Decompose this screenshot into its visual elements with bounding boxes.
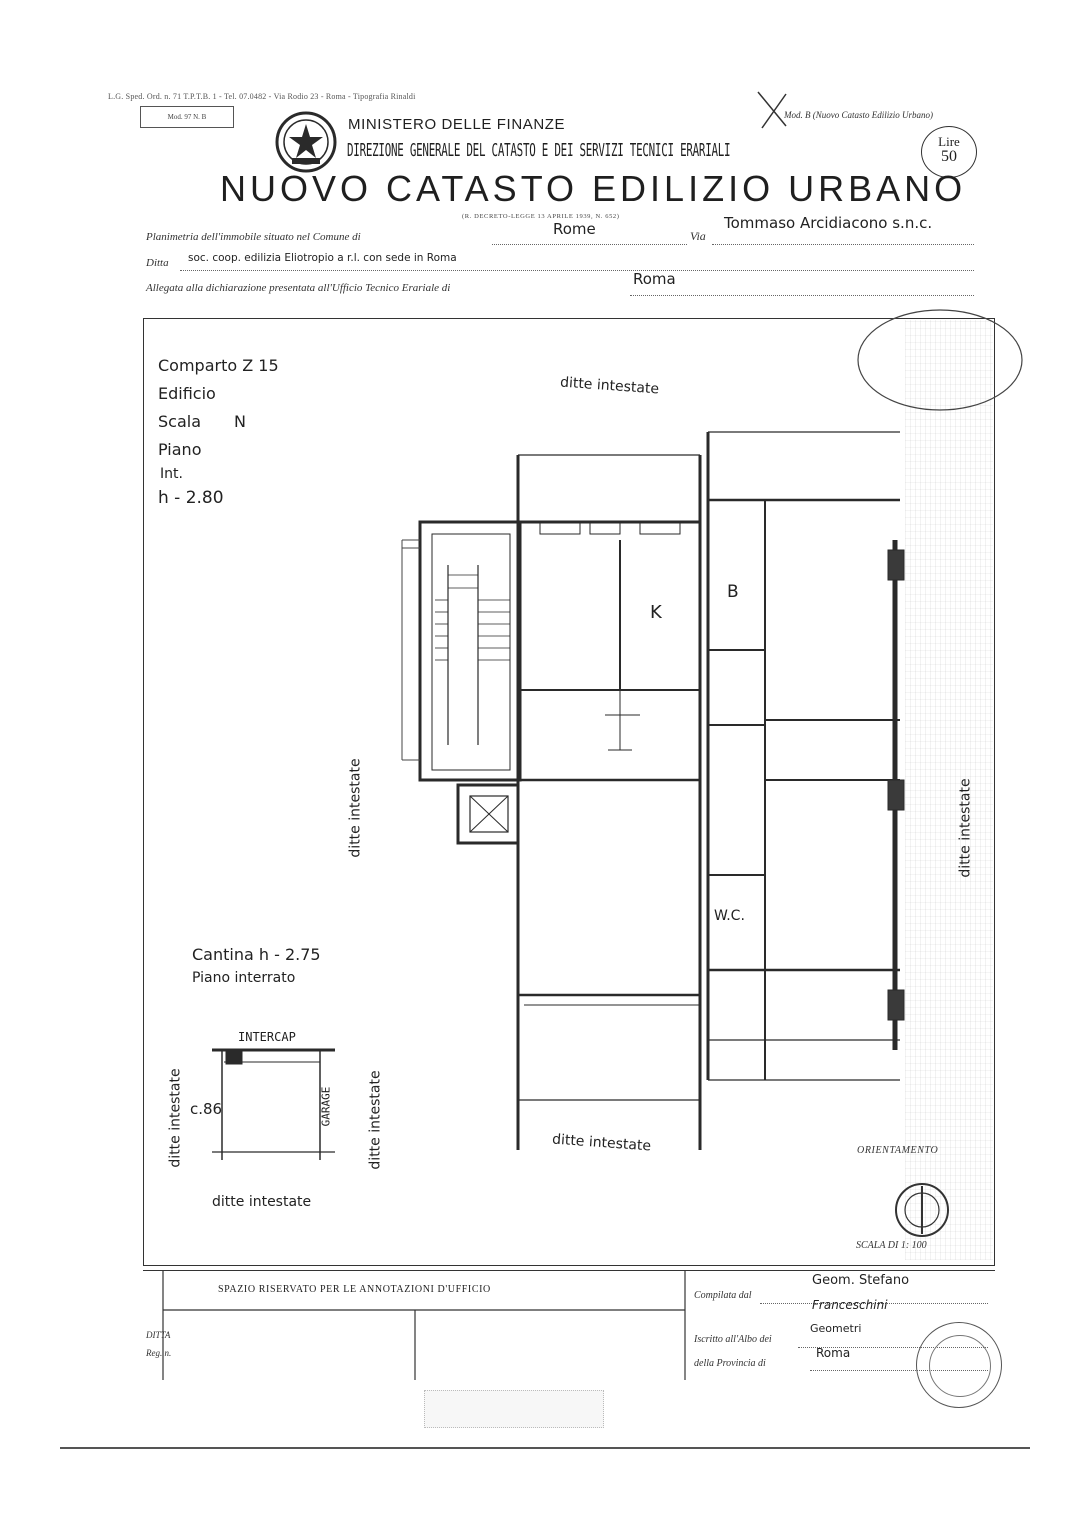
orientation-symbol <box>895 1183 949 1237</box>
provincia-value: Roma <box>816 1346 851 1360</box>
provincia-line <box>810 1370 988 1371</box>
orientamento-label: ORIENTAMENTO <box>857 1145 939 1156</box>
form-stamp: Mod. 97 N. B <box>140 106 234 128</box>
cantina-plan <box>212 1048 335 1160</box>
cantina-subtitle: Piano interrato <box>192 970 296 986</box>
room-wc-label: W.C. <box>714 908 745 924</box>
price-value: 50 <box>941 148 957 165</box>
floor-plan-frame <box>143 318 995 1266</box>
surveyor-seal-inner <box>929 1335 991 1397</box>
cantina-intercap: INTERCAP <box>238 1030 296 1044</box>
stairwell <box>418 520 522 782</box>
comune-label: Planimetria dell'immobile situato nel Co… <box>146 231 361 243</box>
allegata-value: Roma <box>633 270 676 288</box>
left-balcony <box>401 539 420 761</box>
scan-noise-band <box>905 320 993 1260</box>
room-bath-label: B <box>727 582 739 602</box>
reserved-space-label: SPAZIO RISERVATO PER LE ANNOTAZIONI D'UF… <box>218 1284 491 1295</box>
via-value: Tommaso Arcidiacono s.n.c. <box>724 214 933 232</box>
footer-lines <box>162 1270 686 1380</box>
central-unit <box>516 454 702 1150</box>
scale-label: SCALA DI 1: 100 <box>856 1240 927 1251</box>
cantina-bottom-label: ditte intestate <box>212 1194 312 1210</box>
ditta-value: soc. coop. edilizia Eliotropio a r.l. co… <box>188 252 457 264</box>
compilata-line <box>760 1303 988 1304</box>
price-stamp: Lire 50 <box>921 126 977 178</box>
iscritto-line <box>798 1347 988 1348</box>
plan-scala-value: N <box>234 412 246 431</box>
provincia-label: della Provincia di <box>694 1358 766 1369</box>
via-label: Via <box>690 229 706 243</box>
model-ref: Mod. B (Nuovo Catasto Edilizio Urbano) <box>784 110 933 120</box>
ditta-label: Ditta <box>146 257 169 269</box>
footer-side-reg: Reg. n. <box>146 1348 172 1358</box>
plan-scala: Scala <box>158 412 202 431</box>
allegata-line <box>630 295 974 296</box>
plan-edificio: Edificio <box>158 384 216 403</box>
label-left-boundary: ditte intestate <box>347 758 364 858</box>
plan-comparto: Comparto Z 15 <box>158 356 279 375</box>
cantina-left-label: ditte intestate <box>167 1068 184 1168</box>
allegata-label: Allegata alla dichiarazione presentata a… <box>146 282 451 294</box>
room-kitchen-label: K <box>650 602 662 623</box>
ditta-line <box>180 270 974 271</box>
stamp-circle <box>857 309 1023 411</box>
bottom-faint-box <box>424 1390 604 1428</box>
surveyor-seal <box>916 1322 1002 1408</box>
price-unit: Lire <box>938 134 960 149</box>
direction-title: DIREZIONE GENERALE DEL CATASTO E DEI SER… <box>347 141 731 161</box>
form-stamp-text: Mod. 97 N. B <box>167 113 207 121</box>
main-title: NUOVO CATASTO EDILIZIO URBANO <box>220 168 967 209</box>
plan-piano: Piano <box>158 440 202 459</box>
comune-value: Rome <box>553 220 596 238</box>
compilata-label: Compilata dal <box>694 1290 752 1301</box>
cantina-right-label: ditte intestate <box>367 1070 384 1170</box>
elevator-shaft <box>456 783 520 845</box>
cantina-garage: GARAGE <box>319 1086 333 1127</box>
republic-emblem <box>275 111 337 173</box>
right-unit <box>706 431 905 1081</box>
plan-height: h - 2.80 <box>158 488 224 508</box>
compilata-value-2: Franceschini <box>812 1298 888 1312</box>
decree-text: (R. DECRETO-LEGGE 13 APRILE 1939, N. 652… <box>462 213 620 220</box>
ministry-title: MINISTERO DELLE FINANZE <box>348 116 566 133</box>
plan-int: Int. <box>160 466 183 482</box>
footer-side-ditta: DITTA <box>146 1330 171 1340</box>
top-strip-text: L.G. Sped. Ord. n. 71 T.P.T.B. 1 - Tel. … <box>108 92 416 101</box>
iscritto-label: Iscritto all'Albo dei <box>694 1334 772 1345</box>
label-right-boundary: ditte intestate <box>957 778 974 878</box>
cantina-ref: c.86 <box>190 1100 223 1118</box>
iscritto-value: Geometri <box>810 1322 862 1335</box>
comune-line <box>492 244 687 245</box>
office-annotation-area <box>143 1270 995 1380</box>
model-ref-mark <box>757 91 787 129</box>
cantina-title: Cantina h - 2.75 <box>192 945 321 964</box>
compilata-value: Geom. Stefano <box>812 1273 910 1288</box>
via-line <box>712 244 974 245</box>
